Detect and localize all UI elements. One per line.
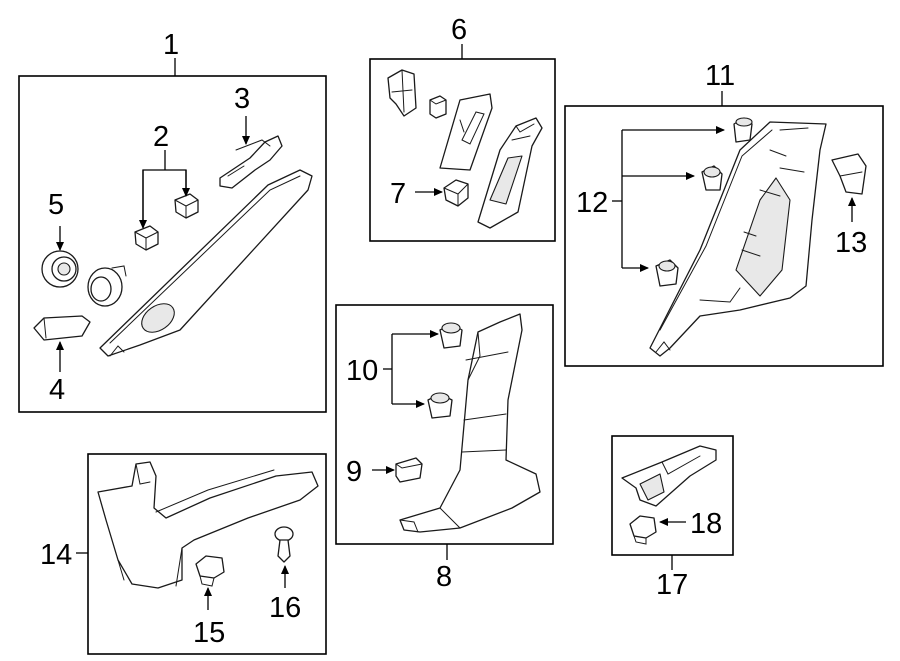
callout-9: 9	[346, 456, 362, 488]
group-6: 6 7	[369, 14, 556, 242]
group-14: 14 15 16	[40, 453, 327, 655]
callout-14: 14	[40, 539, 72, 571]
clip-part-2b	[174, 193, 199, 219]
callout-8: 8	[436, 561, 452, 593]
group-11: 11 12 13	[564, 60, 884, 367]
callout-17: 17	[656, 569, 688, 601]
group-1-frame	[18, 75, 327, 413]
group-17: 17 18	[611, 435, 734, 601]
push-pin-12b	[701, 165, 723, 191]
push-pin-12a	[733, 117, 753, 143]
speaker-ring-part-5	[41, 250, 79, 288]
sill-trim-part-17	[621, 445, 717, 507]
callout-3: 3	[234, 83, 250, 115]
clip-part-18	[629, 515, 657, 545]
callout-5: 5	[48, 189, 64, 221]
group-1: 1 2 3	[18, 29, 327, 413]
callout-13: 13	[835, 227, 867, 259]
callout-15: 15	[193, 617, 225, 649]
callout-12: 12	[576, 187, 608, 219]
pillar-trim-6	[477, 117, 543, 229]
callout-16: 16	[269, 592, 301, 624]
callout-11: 11	[705, 60, 735, 92]
clip-part-6a	[387, 69, 417, 117]
push-pin-16	[274, 526, 294, 563]
speaker-cover	[87, 265, 127, 307]
clip-part-6b	[429, 95, 447, 119]
callout-4: 4	[49, 374, 65, 406]
push-pin-12c	[655, 259, 679, 287]
clip-part-15	[195, 555, 225, 587]
a-pillar-trim	[99, 169, 313, 357]
clip-part-7	[443, 179, 469, 207]
group-8: 8 10 9	[335, 304, 554, 593]
clip-part-2a	[134, 225, 159, 251]
callout-1: 1	[163, 29, 179, 61]
quarter-trim-panel	[649, 121, 827, 357]
callout-6: 6	[451, 14, 467, 46]
cap-part-13	[831, 153, 867, 195]
clip-part-9	[395, 457, 423, 483]
bracket-part-3	[219, 135, 283, 189]
trim-panel-6	[439, 93, 493, 171]
push-pin-10a	[439, 322, 463, 349]
push-pin-10b	[427, 392, 453, 419]
sill-plate-trim	[97, 461, 319, 589]
callout-18: 18	[690, 508, 722, 540]
b-pillar-trim	[399, 313, 541, 533]
callout-10: 10	[346, 355, 378, 387]
callout-7: 7	[390, 178, 406, 210]
end-cap-part-4	[33, 315, 91, 341]
callout-2: 2	[153, 121, 169, 153]
